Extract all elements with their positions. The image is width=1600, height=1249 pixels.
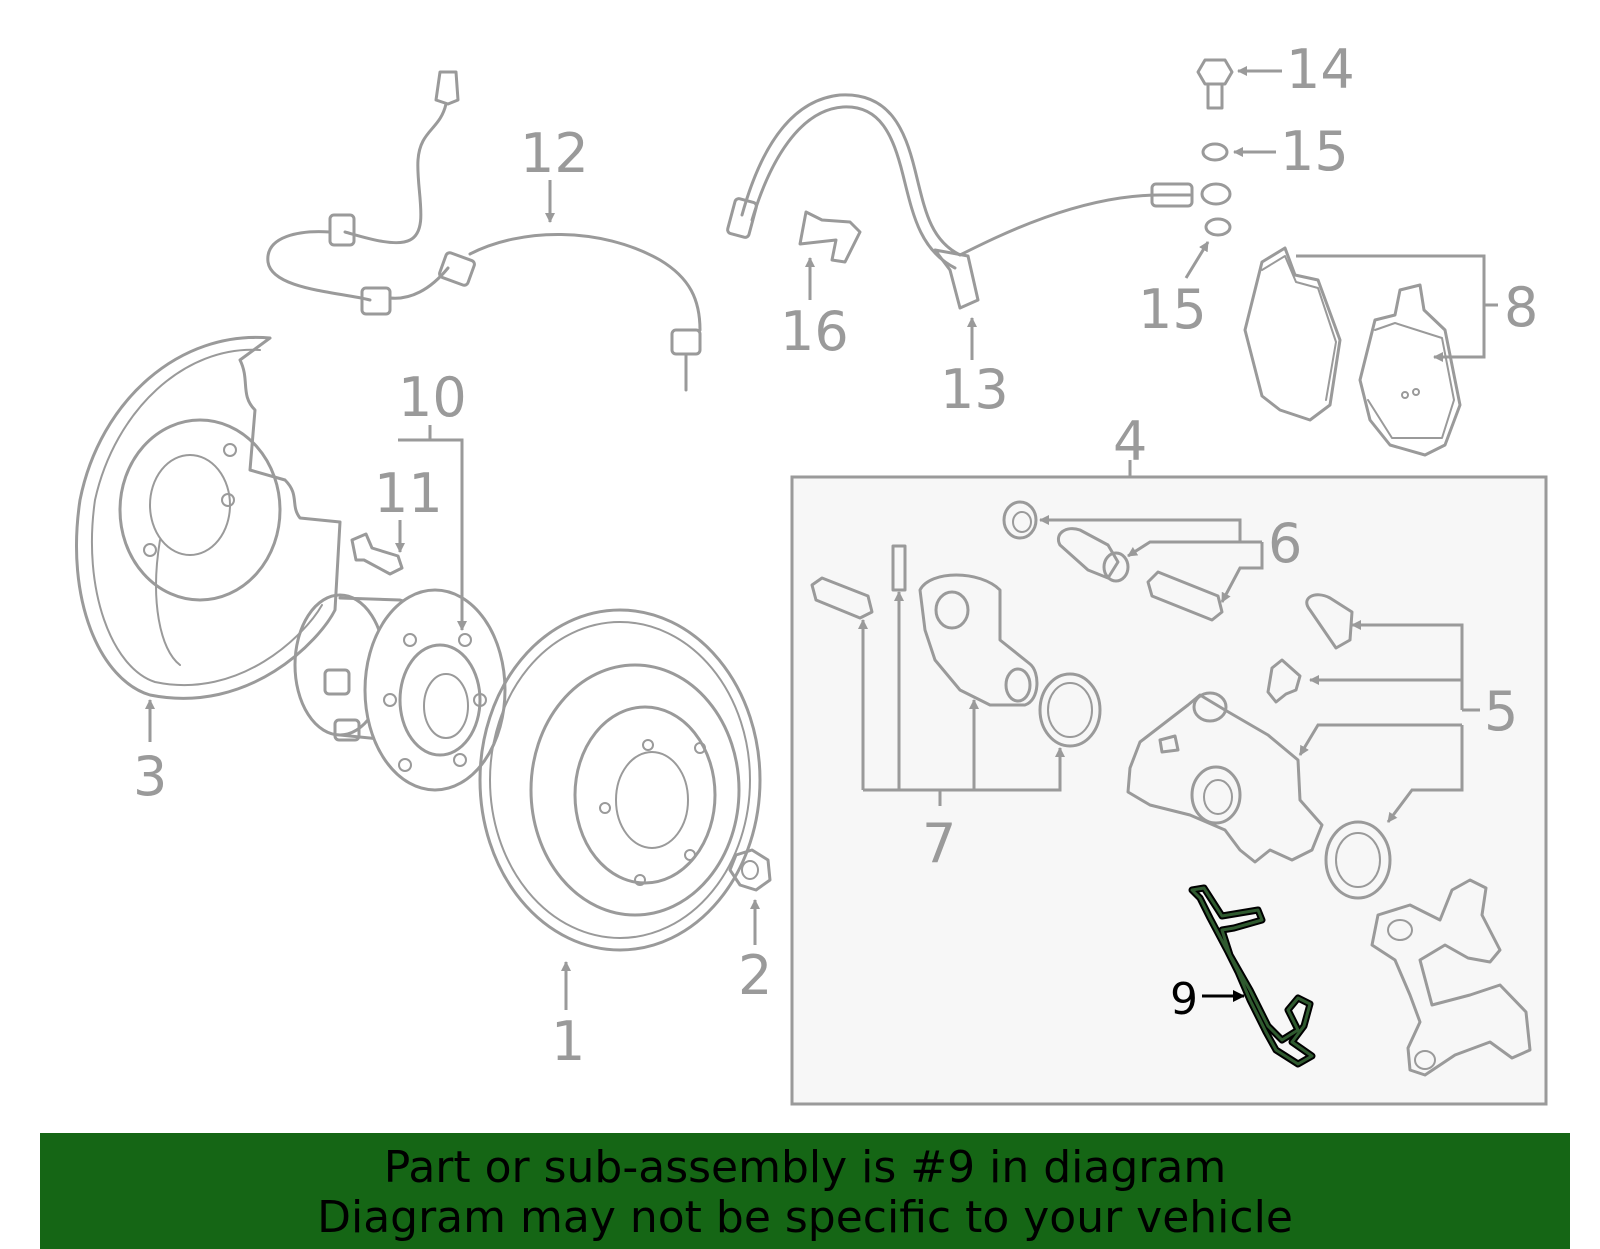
callout-14: 14 [1286,38,1355,101]
callout-3: 3 [133,745,167,808]
hub-bearing-part [293,588,507,792]
hose-clip-part [798,210,862,264]
callout-5: 5 [1484,680,1518,743]
caliper-housing-part [1126,593,1392,900]
anti-rattle-spring-part [1188,884,1316,1068]
guide-pin-kit-part [1002,500,1224,622]
callout-15-lower: 15 [1138,278,1207,341]
callout-9: 9 [1170,974,1198,1025]
hub-nut-part [728,848,772,892]
callout-7: 7 [922,812,956,875]
callout-12: 12 [520,122,589,185]
dust-shield-part [75,335,342,700]
callout-13: 13 [940,358,1009,421]
banner-line-part: Part or sub-assembly is #9 in diagram [383,1142,1227,1193]
callout-1: 1 [551,1010,585,1073]
washer-lower-part [1204,217,1232,237]
caliper-piston-kit-part [810,544,1102,748]
part-info-banner: Part or sub-assembly is #9 in diagram Di… [40,1133,1570,1249]
abs-sensor-harness-part [266,70,702,392]
caliper-bracket-part [1370,878,1532,1077]
banner-line-disclaimer: Diagram may not be specific to your vehi… [317,1192,1293,1243]
callout-6: 6 [1268,512,1302,575]
callout-11: 11 [374,462,443,525]
callout-10: 10 [398,366,467,429]
brake-rotor-part [478,608,762,952]
union-bolt-part [1196,58,1234,110]
brake-pads-part [1243,246,1462,457]
callout-16: 16 [780,300,849,363]
washer-upper-part [1201,142,1229,162]
callout-8: 8 [1504,276,1538,339]
hub-stud-part [350,532,404,576]
callout-15-upper: 15 [1280,120,1349,183]
callout-4: 4 [1113,410,1147,473]
brake-hose-part [726,93,1232,310]
callout-2: 2 [738,944,772,1007]
